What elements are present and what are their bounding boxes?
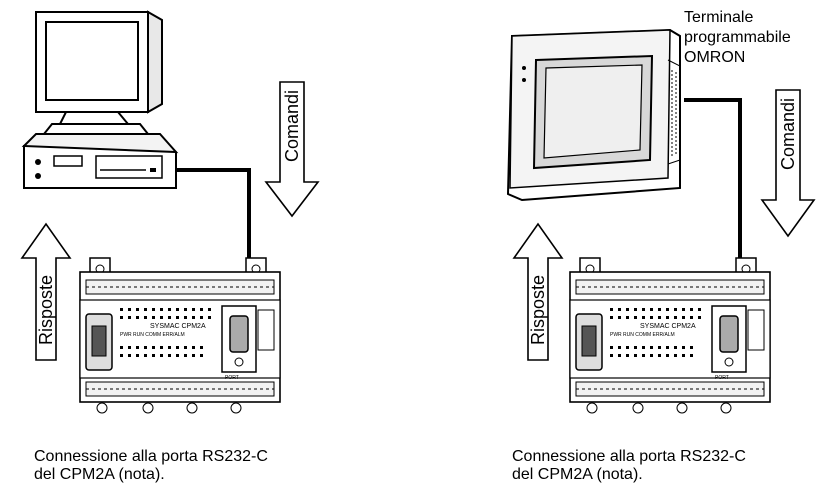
left-caption: Connessione alla porta RS232-C del CPM2A… — [34, 448, 268, 484]
terminal-label-line1: Terminale — [684, 8, 791, 28]
commands-arrow-down: Comandi — [266, 82, 318, 216]
right-caption: Connessione alla porta RS232-C del CPM2A… — [512, 448, 746, 484]
responses-label-right: Risposte — [528, 275, 548, 345]
right-caption-line1: Connessione alla porta RS232-C — [512, 448, 746, 466]
plc-status-text-right: PWR RUN COMM ERR/ALM — [610, 332, 675, 338]
plc-port-text: PORT — [225, 375, 239, 381]
responses-arrow-up-right: Risposte — [514, 224, 562, 360]
plc-port-text-right: PORT — [715, 375, 729, 381]
responses-arrow-up: Risposte — [22, 224, 70, 360]
responses-label: Risposte — [36, 275, 56, 345]
terminal-label: Terminale programmabile OMRON — [684, 8, 791, 68]
commands-label: Comandi — [282, 90, 302, 162]
plc-brand-text: SYSMAC CPM2A — [150, 323, 206, 330]
plc-status-text: PWR RUN COMM ERR/ALM — [120, 332, 185, 338]
plc-cpm2a: SYSMAC CPM2A PWR RUN COMM ERR/ALM PORT — [80, 258, 280, 413]
left-caption-line1: Connessione alla porta RS232-C — [34, 448, 268, 466]
terminal-label-line3: OMRON — [684, 48, 791, 68]
computer-monitor — [36, 12, 162, 134]
programmable-terminal — [508, 30, 680, 200]
terminal-label-line2: programmabile — [684, 28, 791, 48]
commands-label-right: Comandi — [778, 98, 798, 170]
right-caption-line2: del CPM2A (nota). — [512, 466, 746, 484]
computer-base-unit — [24, 134, 176, 188]
left-caption-line2: del CPM2A (nota). — [34, 466, 268, 484]
commands-arrow-down-right: Comandi — [762, 90, 814, 236]
plc-cpm2a-right: SYSMAC CPM2A PWR RUN COMM ERR/ALM PORT — [570, 258, 770, 413]
plc-brand-text-right: SYSMAC CPM2A — [640, 323, 696, 330]
